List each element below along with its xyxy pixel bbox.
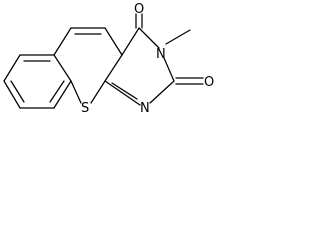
atom-oxygen-right: O bbox=[204, 75, 214, 90]
bond-s-c8a bbox=[70, 80, 82, 104]
atom-oxygen-top: O bbox=[134, 2, 144, 17]
bond-benzene-inner-2 bbox=[10, 80, 25, 103]
bond-c6-c10a bbox=[104, 27, 123, 56]
bond-benzene-3 bbox=[53, 54, 72, 82]
atom-sulfur: S bbox=[81, 101, 89, 116]
bond-n1-c9a bbox=[104, 80, 141, 106]
bond-c10a-c9a bbox=[104, 54, 123, 82]
bond-c2-n1 bbox=[149, 80, 175, 104]
bond-c4a-c5 bbox=[53, 27, 72, 56]
bond-benzene-6 bbox=[3, 80, 21, 109]
bond-n1-c9a-double bbox=[111, 82, 138, 100]
bond-c9a-s bbox=[90, 80, 106, 104]
bond-c10a-c4 bbox=[121, 27, 140, 56]
molecule-structure: O N O S N bbox=[0, 0, 254, 137]
molecule-drawing: O N O S N bbox=[3, 2, 214, 116]
atom-nitrogen-ring: N bbox=[140, 101, 150, 116]
bond-benzene-inner-3 bbox=[49, 80, 65, 103]
bond-n3-c2 bbox=[163, 57, 175, 82]
bond-c4-n3 bbox=[138, 27, 160, 49]
bond-n-methyl bbox=[165, 29, 191, 45]
bond-benzene-4 bbox=[53, 80, 72, 109]
bond-benzene-1 bbox=[3, 54, 21, 82]
atom-nitrogen-methyl: N bbox=[156, 47, 166, 62]
